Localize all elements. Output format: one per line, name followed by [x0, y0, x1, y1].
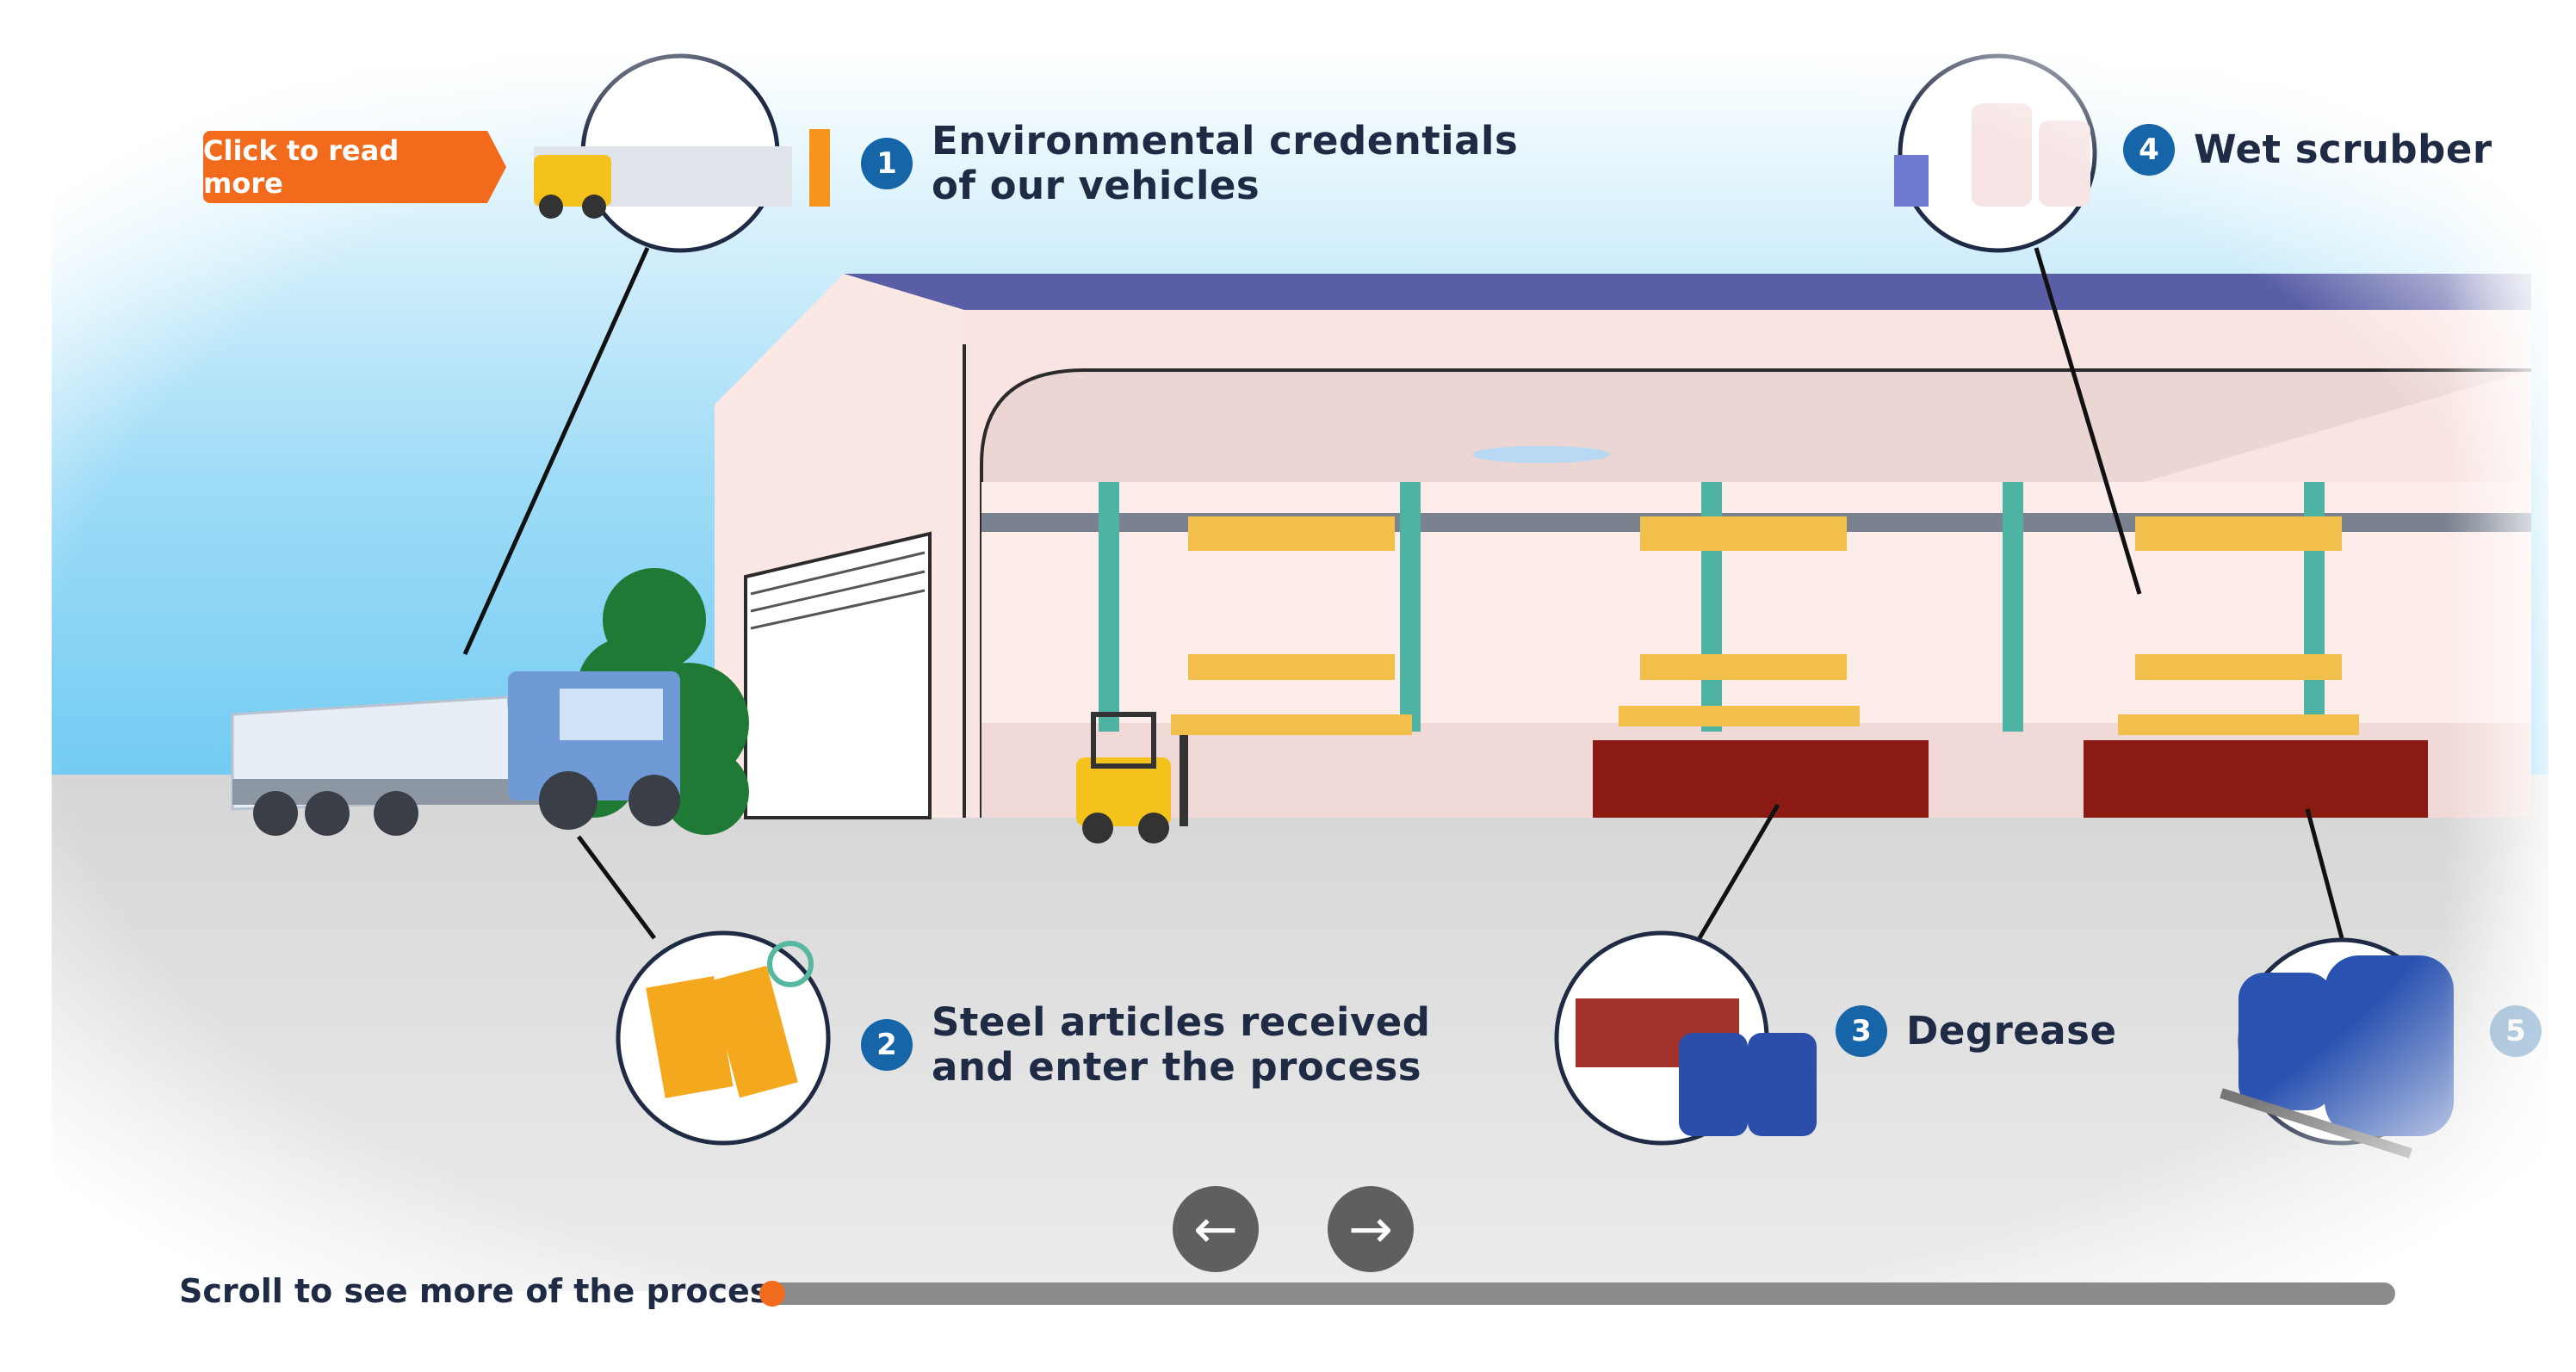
step-5-badge: 5 [2490, 1005, 2542, 1057]
step-4-label: Wet scrubber [2194, 127, 2492, 172]
arrow-left-icon: ← [1193, 1197, 1238, 1260]
scroll-hint-text: Scroll to see more of the process [179, 1272, 790, 1310]
read-more-button[interactable]: Click to read more [203, 131, 506, 203]
step-3-hotspot[interactable]: 3 Degrease [1836, 1005, 2116, 1057]
scroll-thumb[interactable] [759, 1281, 785, 1307]
scroll-track[interactable] [759, 1281, 2395, 1307]
step-2-badge: 2 [861, 1019, 913, 1071]
arrow-right-icon: → [1348, 1197, 1393, 1260]
step-1-badge: 1 [861, 138, 913, 189]
step-4-hotspot[interactable]: 4 Wet scrubber [2123, 124, 2492, 176]
step-5-hotspot[interactable]: 5 [2490, 1005, 2542, 1057]
prev-arrow-button[interactable]: ← [1173, 1186, 1259, 1272]
step-3-label: Degrease [1906, 1008, 2117, 1054]
step-3-badge: 3 [1836, 1005, 1887, 1057]
next-arrow-button[interactable]: → [1328, 1186, 1414, 1272]
step-4-badge: 4 [2123, 124, 2175, 176]
